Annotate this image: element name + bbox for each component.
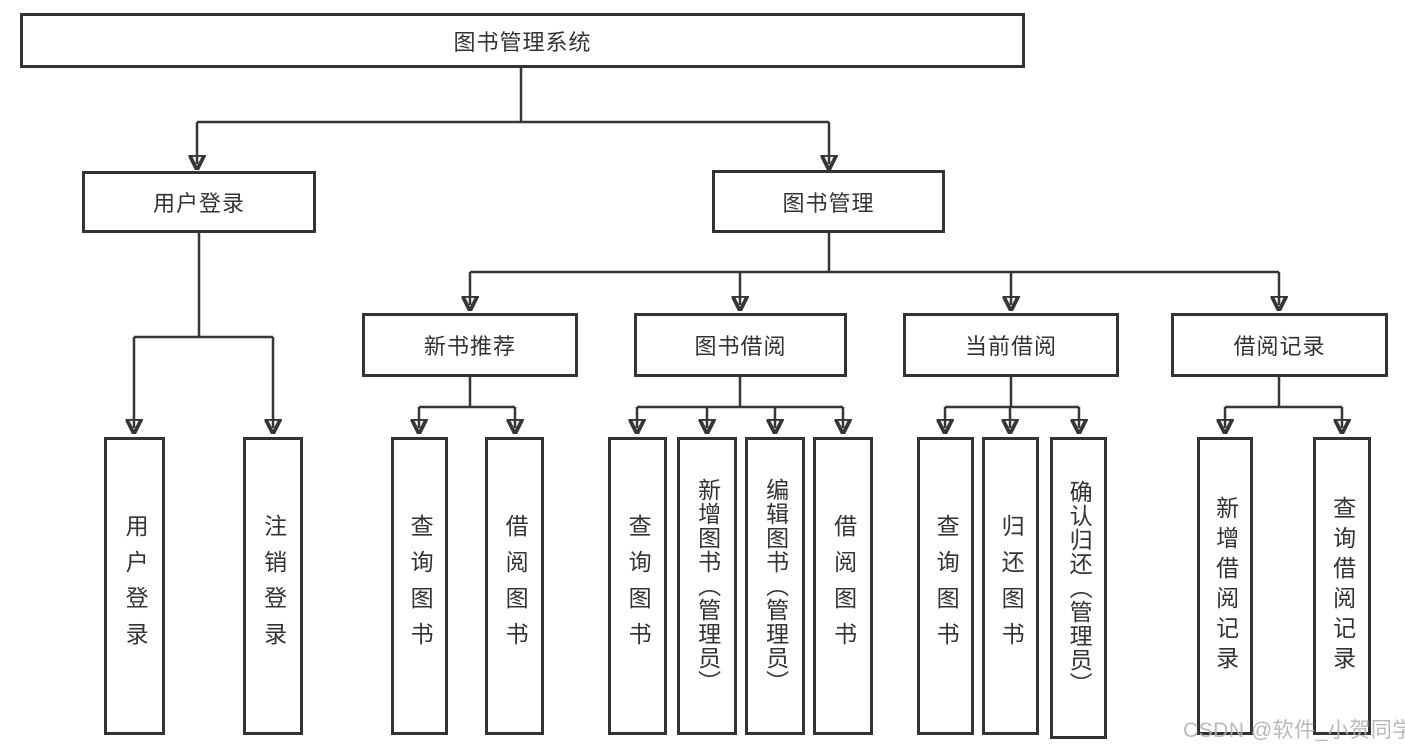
- leaf-label: 新增借阅记录: [1212, 496, 1239, 676]
- node-label: 借阅记录: [1233, 334, 1326, 359]
- leaf-label: 编辑图书（管理员）: [762, 478, 789, 694]
- leaf-query-books-recommend: 查询图书: [391, 437, 448, 735]
- leaf-query-books-current: 查询图书: [917, 437, 974, 735]
- csdn-watermark: CSDN @软件_小贺同学: [1183, 719, 1405, 742]
- node-library-management-system: 图书管理系统: [20, 13, 1025, 68]
- leaf-add-borrow-record: 新增借阅记录: [1197, 437, 1253, 735]
- leaf-logout: 注销登录: [243, 437, 303, 735]
- leaf-label: 查询借阅记录: [1329, 496, 1356, 676]
- leaf-label: 确认归还（管理员）: [1066, 480, 1093, 696]
- leaf-query-borrow-record: 查询借阅记录: [1313, 437, 1371, 735]
- node-label: 新书推荐: [423, 334, 516, 359]
- leaf-label: 用户登录: [122, 514, 149, 658]
- leaf-label: 查询图书: [407, 514, 434, 658]
- leaf-edit-books-admin: 编辑图书（管理员）: [745, 437, 805, 735]
- leaf-label: 新增图书（管理员）: [694, 478, 721, 694]
- node-label: 图书借阅: [694, 334, 787, 359]
- node-current-borrow: 当前借阅: [903, 313, 1119, 377]
- node-label: 当前借阅: [964, 334, 1057, 359]
- node-borrow-records: 借阅记录: [1171, 313, 1388, 377]
- leaf-label: 注销登录: [260, 514, 287, 658]
- leaf-add-books-admin: 新增图书（管理员）: [677, 437, 737, 735]
- node-new-book-recommend: 新书推荐: [362, 313, 578, 377]
- leaf-user-login: 用户登录: [104, 437, 165, 735]
- leaf-label: 查询图书: [933, 514, 960, 658]
- node-book-management: 图书管理: [712, 170, 945, 233]
- leaf-label: 查询图书: [625, 514, 652, 658]
- node-book-borrow: 图书借阅: [634, 313, 847, 377]
- node-label: 图书管理系统: [453, 29, 592, 55]
- leaf-label: 借阅图书: [502, 514, 529, 658]
- leaf-borrow-books: 借阅图书: [813, 437, 873, 735]
- node-label: 用户登录: [152, 191, 245, 216]
- node-user-login: 用户登录: [82, 171, 316, 233]
- leaf-return-books: 归还图书: [982, 437, 1039, 735]
- leaf-borrow-books-recommend: 借阅图书: [485, 437, 544, 735]
- leaf-label: 归还图书: [998, 514, 1025, 658]
- leaf-confirm-return-admin: 确认归还（管理员）: [1050, 437, 1107, 739]
- leaf-query-books-borrow: 查询图书: [608, 437, 667, 735]
- node-label: 图书管理: [782, 190, 875, 216]
- leaf-label: 借阅图书: [830, 514, 857, 658]
